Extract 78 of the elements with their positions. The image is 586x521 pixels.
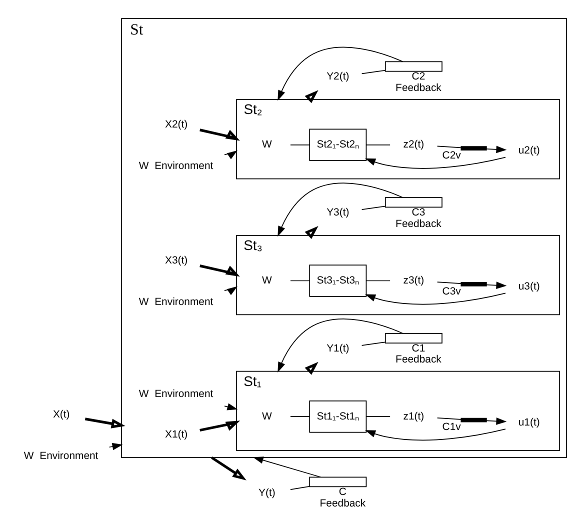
connector bbox=[290, 416, 310, 418]
node-label: C2v bbox=[442, 150, 460, 162]
node-text: u3(t) bbox=[518, 282, 540, 293]
arrow bbox=[304, 362, 318, 375]
node-label: Feedback bbox=[395, 218, 441, 230]
node-box bbox=[384, 333, 442, 344]
node-text: Y1(t) bbox=[326, 343, 349, 354]
node-text: z2(t) bbox=[402, 140, 424, 151]
node-label: Feedback bbox=[395, 354, 441, 366]
node-bar bbox=[460, 418, 486, 422]
connector bbox=[360, 70, 386, 74]
node-text: z1(t) bbox=[402, 411, 424, 422]
node-box: St1₁-St1ₙ bbox=[308, 400, 366, 433]
node-text: W bbox=[262, 411, 272, 422]
connector bbox=[436, 282, 461, 284]
node-label: C2 bbox=[411, 72, 425, 83]
node-text: W bbox=[23, 450, 34, 462]
arrow bbox=[364, 292, 506, 305]
node-label: C1 bbox=[411, 343, 425, 354]
node-bar bbox=[460, 146, 486, 151]
node-text: W bbox=[138, 160, 148, 172]
node-text: X3(t) bbox=[164, 255, 188, 266]
node-text: Y3(t) bbox=[326, 208, 349, 219]
node-text: z3(t) bbox=[402, 275, 424, 286]
node-label: Environment bbox=[154, 389, 213, 400]
connector bbox=[436, 418, 461, 420]
connector bbox=[290, 486, 310, 490]
node-label: C1v bbox=[442, 422, 460, 434]
arrow bbox=[199, 264, 240, 277]
node-label: C bbox=[338, 487, 346, 498]
node-box bbox=[384, 197, 442, 208]
connector bbox=[360, 342, 386, 346]
arrow bbox=[252, 456, 321, 478]
connector bbox=[360, 206, 386, 210]
node-label: Environment bbox=[154, 296, 213, 308]
node-text: X2(t) bbox=[164, 120, 188, 131]
arrow bbox=[199, 128, 240, 141]
arrow bbox=[364, 428, 506, 441]
node-label: C3v bbox=[442, 286, 460, 298]
arrow bbox=[210, 456, 246, 480]
node-text: X(t) bbox=[52, 410, 70, 421]
node-label: Environment bbox=[154, 160, 213, 172]
node-box: St3₁-St3ₙ bbox=[308, 264, 366, 297]
node-label: C3 bbox=[411, 208, 425, 219]
arrow bbox=[304, 226, 318, 240]
node-text: W bbox=[138, 296, 148, 308]
arrow bbox=[199, 420, 240, 432]
arrow bbox=[486, 282, 506, 289]
node-label: Feedback bbox=[319, 498, 366, 510]
connector bbox=[365, 280, 390, 282]
node-label: Feedback bbox=[395, 82, 441, 94]
node-text: Y2(t) bbox=[326, 72, 349, 83]
node-text: W bbox=[262, 275, 272, 286]
node-box: St2₁-St2ₙ bbox=[308, 128, 366, 161]
node-text: u1(t) bbox=[518, 417, 540, 428]
arrow bbox=[224, 403, 238, 410]
arrow bbox=[364, 156, 506, 169]
arrow bbox=[224, 286, 238, 296]
connector bbox=[290, 144, 310, 146]
connector bbox=[365, 416, 390, 418]
connector bbox=[365, 144, 390, 146]
node-box bbox=[384, 61, 442, 72]
node-text: Y(t) bbox=[258, 488, 275, 499]
node-label: Environment bbox=[39, 450, 98, 462]
arrow bbox=[486, 146, 506, 154]
node-text: W bbox=[138, 389, 148, 400]
connector bbox=[436, 146, 461, 148]
connector bbox=[290, 280, 310, 282]
arrow bbox=[108, 442, 122, 450]
node-text: u2(t) bbox=[518, 146, 540, 157]
arrow bbox=[486, 418, 506, 425]
node-text: W bbox=[262, 140, 272, 151]
arrow bbox=[304, 90, 318, 104]
node-bar bbox=[460, 282, 486, 286]
node-text: X1(t) bbox=[164, 430, 188, 441]
node-box bbox=[308, 476, 366, 488]
arrow bbox=[84, 418, 125, 428]
arrow bbox=[224, 150, 238, 160]
